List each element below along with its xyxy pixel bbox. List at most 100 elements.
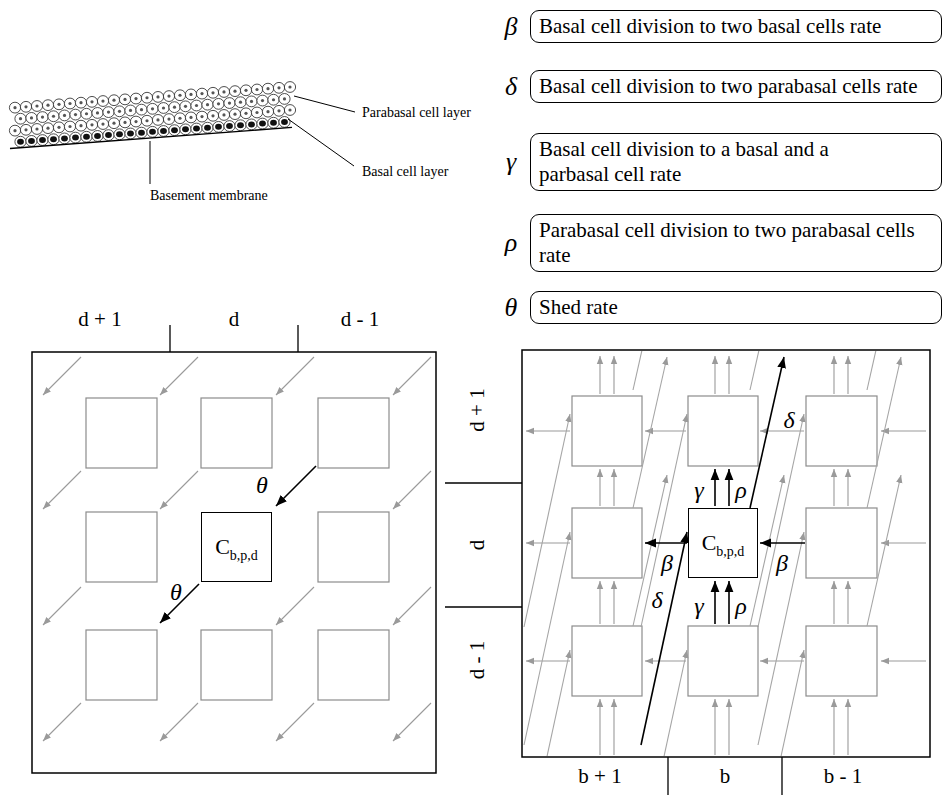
cell xyxy=(59,110,70,121)
background-arrow xyxy=(760,660,804,661)
cell xyxy=(257,118,268,129)
background-arrow xyxy=(613,581,614,624)
cell-nucleus xyxy=(178,94,181,97)
cell-nucleus xyxy=(255,111,258,114)
cell-nucleus xyxy=(162,106,165,109)
cell-nucleus xyxy=(123,98,126,101)
cell-nucleus xyxy=(28,138,35,144)
cell-nucleus xyxy=(123,121,126,124)
cell-nucleus xyxy=(41,115,44,118)
background-arrow xyxy=(599,699,600,755)
cell-nucleus xyxy=(72,135,79,141)
background-arrow xyxy=(524,650,570,756)
rate-symbol: β xyxy=(661,550,673,576)
cell-nucleus xyxy=(85,112,88,115)
cell xyxy=(114,106,125,117)
cell-nucleus xyxy=(244,112,247,115)
cell-nucleus xyxy=(266,110,269,113)
rate-definition-box: γBasal cell division to a basal and a pa… xyxy=(530,133,942,191)
cell-nucleus xyxy=(193,126,200,132)
cell xyxy=(97,119,108,130)
cell-nucleus xyxy=(237,122,244,128)
background-arrow xyxy=(526,542,570,543)
cell-nucleus xyxy=(222,90,225,93)
background-arrow xyxy=(526,430,570,431)
cell xyxy=(229,86,240,97)
rate-symbol: δ xyxy=(499,74,523,100)
rate-description: Parabasal cell division to two parabasal… xyxy=(539,218,933,268)
rate-definition-box: ρParabasal cell division to two parabasa… xyxy=(530,214,942,272)
background-arrow xyxy=(276,703,314,741)
cell xyxy=(86,96,97,107)
cell-nucleus xyxy=(288,108,291,111)
background-arrow xyxy=(160,357,198,395)
cell xyxy=(235,120,246,131)
background-arrow xyxy=(599,356,600,394)
grid-frame xyxy=(522,350,930,757)
cell xyxy=(9,102,20,113)
cell xyxy=(163,91,174,102)
background-arrow xyxy=(393,587,431,625)
cell xyxy=(26,112,37,123)
transition-arrow xyxy=(728,469,730,506)
background-arrow xyxy=(881,660,926,661)
background-arrow xyxy=(613,356,614,394)
cell-nucleus xyxy=(112,99,115,102)
cell xyxy=(207,87,218,98)
cell-nucleus xyxy=(79,101,82,104)
cell xyxy=(235,97,246,108)
cell xyxy=(246,119,257,130)
background-arrow xyxy=(613,699,614,755)
background-arrow xyxy=(750,351,784,390)
cell-nucleus xyxy=(261,99,264,102)
compartment-square xyxy=(201,630,272,700)
cell xyxy=(136,104,147,115)
background-arrow xyxy=(881,542,926,543)
cell xyxy=(70,109,81,120)
cell-nucleus xyxy=(171,127,178,133)
axis-label: b - 1 xyxy=(824,765,863,788)
compartment-square xyxy=(806,626,877,696)
cell xyxy=(240,85,251,96)
cell xyxy=(284,82,295,93)
cell xyxy=(130,93,141,104)
background-arrow xyxy=(645,430,686,431)
rate-definition-box: δBasal cell division to two parabasal ce… xyxy=(530,70,942,103)
cell xyxy=(119,94,130,105)
background-arrow xyxy=(599,469,600,506)
cell xyxy=(196,111,207,122)
background-arrow xyxy=(758,414,804,627)
cell xyxy=(15,113,26,124)
cell xyxy=(103,130,114,141)
shed-arrow xyxy=(276,466,316,506)
compartment-subscript: b,p,d xyxy=(230,548,258,563)
cell-nucleus xyxy=(57,103,60,106)
cell xyxy=(9,125,20,136)
cell xyxy=(257,95,268,106)
cell xyxy=(262,106,273,117)
background-arrow xyxy=(641,650,687,756)
cell xyxy=(125,105,136,116)
rate-symbol: β xyxy=(776,550,788,576)
cell-nucleus xyxy=(52,115,55,118)
cell-nucleus xyxy=(156,118,159,121)
axis-tick xyxy=(781,757,782,795)
cell xyxy=(119,117,130,128)
cell xyxy=(218,110,229,121)
cell-nucleus xyxy=(200,92,203,95)
rate-definition-box: βBasal cell division to two basal cells … xyxy=(530,10,942,43)
cell-nucleus xyxy=(211,114,214,117)
cell xyxy=(268,117,279,128)
cell-nucleus xyxy=(167,94,170,97)
cell xyxy=(152,92,163,103)
rate-symbol: θ xyxy=(256,472,268,498)
cell-nucleus xyxy=(30,116,33,119)
cell xyxy=(20,124,31,135)
cell xyxy=(48,134,59,145)
cell-nucleus xyxy=(228,101,231,104)
cell xyxy=(42,100,53,111)
layer-label: Basement membrane xyxy=(150,188,268,203)
cell xyxy=(64,98,75,109)
cell xyxy=(37,112,48,123)
axis-tick xyxy=(297,325,298,352)
